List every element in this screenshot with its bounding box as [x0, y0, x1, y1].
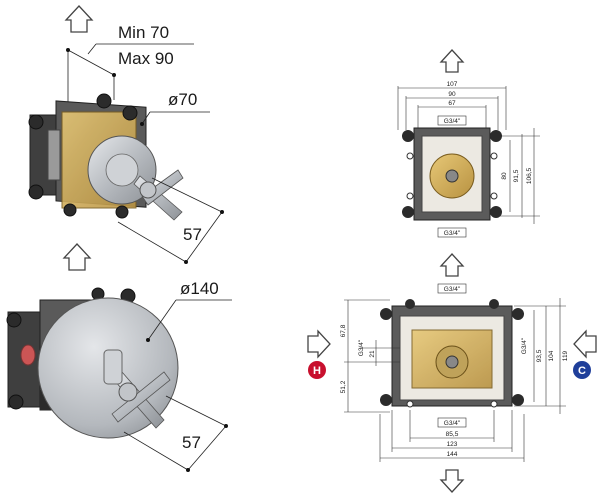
- handle-length-label: 57: [183, 225, 202, 244]
- down-arrow-icon: [439, 469, 465, 493]
- left-mid-label: 21: [369, 350, 376, 358]
- right-arrow-icon: [307, 329, 331, 359]
- height-a-label: 80: [501, 172, 508, 180]
- right-c-label: 119: [562, 350, 569, 361]
- rosette-and-handle: [87, 135, 184, 221]
- cross-handle: [103, 349, 171, 429]
- right-dimensions: G3/4" 93,5 104 119: [514, 298, 569, 414]
- port-left-label: G3/4": [358, 339, 365, 356]
- valve-small-rosette-view: Min 70 Max 90 ø70: [28, 5, 224, 271]
- width-inner-label: 67: [448, 100, 456, 107]
- depth-max-label: Max 90: [118, 49, 174, 68]
- plate-diameter-label: ø140: [180, 279, 219, 298]
- front-view-small: 107 90 67 G3/4" G3/4" 80 91,5 106,5: [397, 49, 540, 277]
- port-bottom-label: G3/4": [444, 230, 461, 237]
- top-width-dimensions: 107 90 67: [397, 81, 507, 130]
- left-arrow-icon: [573, 329, 597, 359]
- port-right-label: G3/4": [521, 337, 528, 354]
- up-arrow-icon: [62, 243, 92, 271]
- right-b-label: 104: [548, 350, 555, 361]
- left-lower-label: 51,2: [340, 380, 347, 393]
- cold-water-badge: [573, 361, 591, 379]
- width-outer-label: 107: [447, 81, 458, 88]
- depth-min-label: Min 70: [118, 23, 169, 42]
- front-view-large: H C G3/4" 67,8 21 51,2: [307, 283, 597, 493]
- up-arrow-icon: [439, 49, 465, 73]
- bottom-a-label: 85,5: [446, 431, 459, 438]
- valve-large-plate-view: ø140 57: [6, 279, 232, 472]
- bottom-width-dimensions: 85,5 123 144: [379, 410, 525, 462]
- rosette-diameter-label: ø70: [168, 90, 197, 109]
- width-mid-label: 90: [448, 91, 456, 98]
- hot-water-badge: [308, 361, 326, 379]
- hot-badge-label: H: [313, 365, 321, 377]
- left-dimensions: 67,8 21 51,2 G3/4": [340, 299, 400, 413]
- right-height-dimensions: 80 91,5 106,5: [500, 128, 540, 224]
- up-arrow-icon: [64, 5, 94, 33]
- left-upper-label: 67,8: [340, 324, 347, 337]
- right-a-label: 93,5: [536, 349, 543, 362]
- height-b-label: 91,5: [513, 169, 520, 182]
- bottom-c-label: 144: [447, 451, 458, 458]
- port-top-label: G3/4": [444, 286, 461, 293]
- depth-dimension: Min 70 Max 90: [66, 23, 194, 108]
- port-top-label: G3/4": [444, 118, 461, 125]
- bottom-b-label: 123: [447, 441, 458, 448]
- up-arrow-icon: [439, 253, 465, 277]
- handle-length-label: 57: [182, 433, 201, 452]
- cold-badge-label: C: [578, 365, 586, 377]
- port-bottom-label: G3/4": [444, 420, 461, 427]
- height-c-label: 106,5: [526, 167, 533, 184]
